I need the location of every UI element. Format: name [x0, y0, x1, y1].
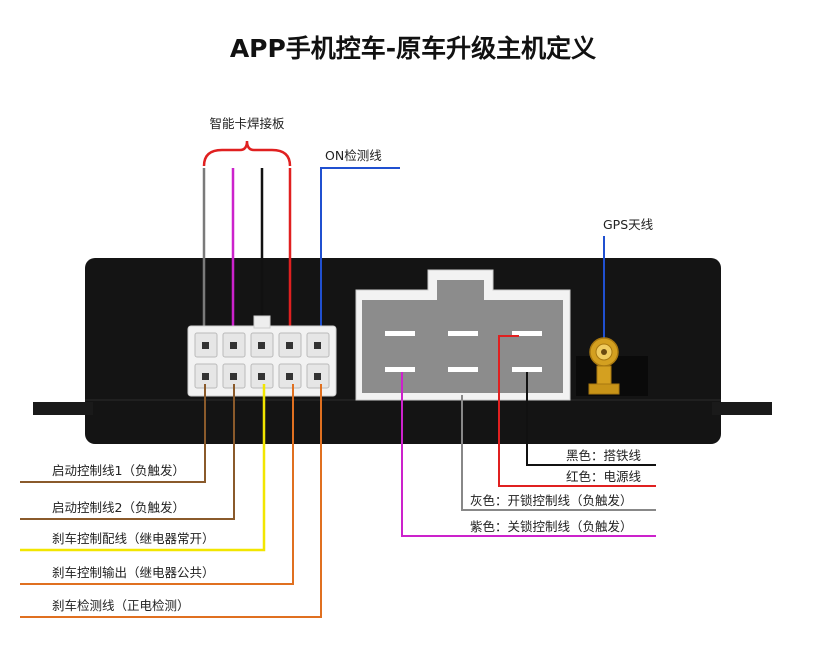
red-power-wire: [498, 335, 656, 487]
black-ground-wire: [526, 372, 656, 466]
start-ctrl-2-label: 启动控制线2（负触发）: [52, 500, 185, 515]
blue-on-wire: [320, 167, 400, 330]
brake-nc-label: 刹车控制配线（继电器常开）: [52, 531, 215, 546]
ten-pin-cells: [194, 332, 330, 389]
brake-out-wire: [20, 384, 294, 585]
ground-label: 黑色：搭铁线: [566, 448, 642, 463]
gps-label: GPS天线: [603, 217, 654, 232]
on-wire-label: ON检测线: [325, 148, 382, 163]
six-pin-connector-inner: [362, 280, 563, 393]
right-mount-flange: [712, 402, 772, 415]
unlock-label: 灰色：开锁控制线（负触发）: [470, 493, 633, 508]
brake-detect-label: 刹车检测线（正电检测）: [52, 598, 190, 613]
gps-antenna-connector: [588, 337, 620, 395]
start-ctrl-1-label: 启动控制线1（负触发）: [52, 463, 185, 478]
weld-board-label: 智能卡焊接板: [209, 116, 285, 131]
brake-detect-wire: [20, 384, 322, 618]
gray-unlock-wire: [461, 395, 656, 511]
left-mount-flange: [33, 402, 93, 415]
brake-nc-wire: [20, 384, 266, 552]
ten-pin-latch: [253, 315, 271, 329]
lock-label: 紫色：关锁控制线（负触发）: [470, 519, 633, 534]
power-label: 红色：电源线: [566, 469, 642, 484]
start-ctrl-2-wire: [20, 384, 235, 520]
six-pin-slots: [385, 331, 542, 372]
weld-board-brace: [202, 140, 292, 167]
brake-out-label: 刹车控制输出（继电器公共）: [52, 565, 215, 580]
start-ctrl-1-wire: [20, 384, 206, 483]
purple-lock-wire: [401, 372, 656, 537]
page-title: APP手机控车-原车升级主机定义: [230, 34, 596, 63]
